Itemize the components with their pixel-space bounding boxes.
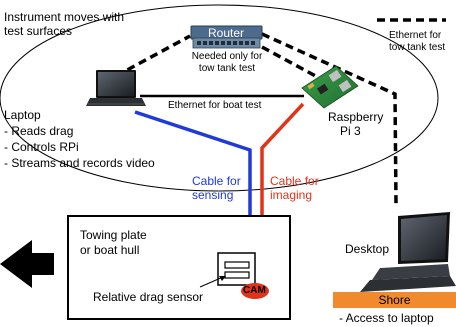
laptop-bullet-2: - Controls RPi <box>4 140 79 154</box>
raspberry-label-line2: Pi 3 <box>340 124 361 138</box>
ethernet-dashed-router-raspberry <box>261 45 324 82</box>
ethernet-legend-line1: Ethernet for <box>389 30 442 41</box>
towing-plate-label-line1: Towing plate <box>80 228 147 242</box>
router-label: Router <box>208 26 245 40</box>
router-icon <box>190 25 263 49</box>
test-surfaces-label: test surfaces <box>4 24 73 38</box>
ethernet-dashed-router-desktop <box>261 32 398 205</box>
instrument-moves-label: Instrument moves with <box>4 10 125 24</box>
router-note-line1: Needed only for <box>191 51 263 62</box>
cam-oval <box>241 283 269 299</box>
direction-arrow-icon <box>0 240 54 288</box>
laptop-label: Laptop <box>4 108 41 122</box>
drag-sensor-label: Relative drag sensor <box>93 290 204 304</box>
raspberry-label-line1: Raspberry <box>328 110 384 124</box>
instrument-boundary-ellipse <box>0 4 439 192</box>
cable-sensing-label-line2: sensing <box>192 188 234 202</box>
towing-plate-label-line2: or boat hull <box>80 243 140 257</box>
ethernet-dashed-laptop-router <box>115 34 191 78</box>
shore-label: Shore <box>378 293 411 307</box>
cam-label: CAM <box>243 285 266 296</box>
cable-sensing-label-line1: Cable for <box>192 174 241 188</box>
ethernet-legend-line2: tow tank test <box>389 42 446 53</box>
router-note-line2: tow tank test <box>198 63 256 74</box>
drag-sensor-icon <box>217 252 256 286</box>
desktop-laptop-icon <box>360 212 456 292</box>
sensor-pointer-arrow <box>199 276 226 288</box>
raspberry-pi-board-icon <box>301 65 359 109</box>
laptop-icon <box>86 70 146 106</box>
ethernet-boat-label: Ethernet for boat test <box>168 100 262 111</box>
laptop-bullet-3: - Streams and records video <box>4 156 155 170</box>
cable-imaging-label-line2: imaging <box>270 188 313 202</box>
cable-imaging-label-line1: Cable for <box>270 174 319 188</box>
laptop-bullet-1: - Reads drag <box>4 124 74 138</box>
desktop-label: Desktop <box>345 242 390 256</box>
access-laptop-label: - Access to laptop <box>339 311 434 325</box>
shore-bar <box>333 292 456 308</box>
